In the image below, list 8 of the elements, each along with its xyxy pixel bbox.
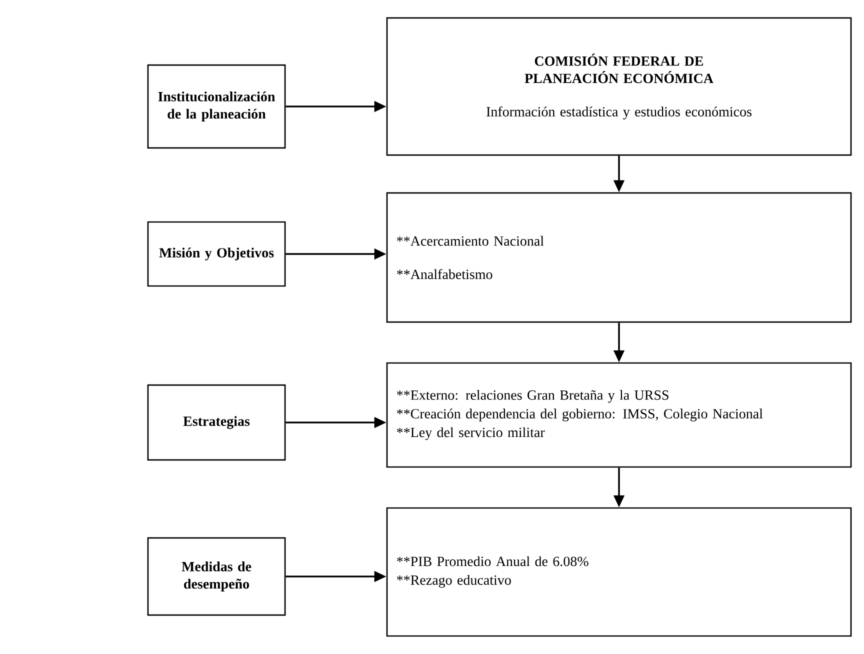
content-box: **Externo: relaciones Gran Bretaña y la URSS **Creación dependencia del gobierno: IMSS, Colegio Nacional **Ley del servicio militar — [386, 362, 852, 468]
content-box: **PIB Promedio Anual de 6.08% **Rezago educativo — [386, 507, 852, 637]
title-box: COMISIÓN FEDERAL DE PLANEACIÓN ECONÓMICA Información estadística y estudios económicos — [386, 17, 852, 156]
label-box: Estrategias — [147, 384, 286, 461]
label-box: Misión y Objetivos — [147, 221, 286, 287]
label-box: Medidas de desempeño — [147, 537, 286, 616]
label-box: Institucionalización de la planeación — [147, 64, 286, 149]
content-box: **Acercamiento Nacional **Analfabetismo — [386, 192, 852, 323]
